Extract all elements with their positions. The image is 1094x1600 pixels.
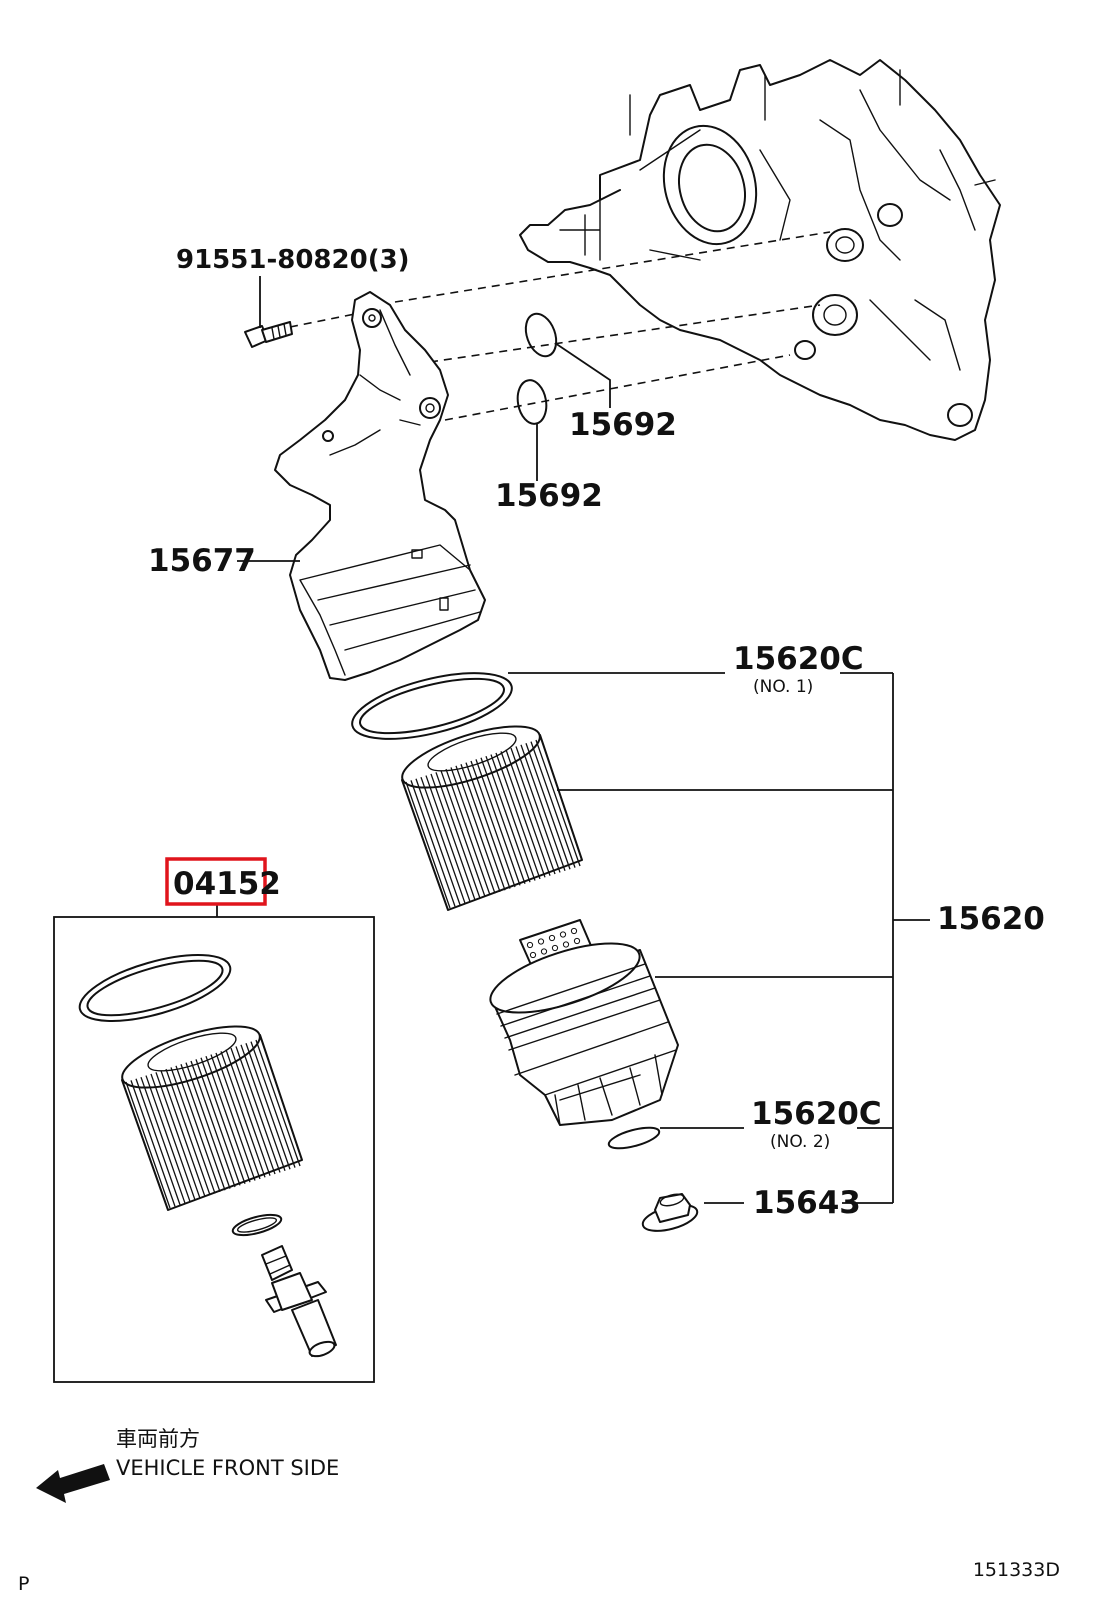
engine-block-drawing [519, 59, 1001, 441]
strainer-hole [570, 927, 578, 935]
direction-en: VEHICLE FRONT SIDE [116, 1456, 339, 1480]
strainer-hole [526, 941, 534, 949]
filter-pleat [140, 1076, 186, 1204]
filter-pleat [525, 743, 571, 870]
label-assembly[interactable]: 15620 [937, 901, 1045, 937]
filter-pleat [190, 1060, 236, 1188]
oring-upper-drawing [524, 312, 558, 358]
filter-pleat [210, 1054, 256, 1181]
filter-pleat [535, 739, 581, 867]
filter-pleat [215, 1052, 261, 1180]
filter-pleat [185, 1062, 231, 1189]
filter-pleat [410, 780, 456, 907]
filter-pleat [245, 1043, 291, 1170]
filter-pleat [145, 1075, 191, 1202]
filter-pleat [425, 775, 471, 902]
drain-plug-drawing [641, 1193, 699, 1232]
figure-id: 151333D [973, 1559, 1060, 1581]
kit-gasket-drawing [78, 954, 232, 1022]
filter-element-drawing [401, 725, 583, 911]
filter-pleat [505, 749, 551, 876]
filter-pleat [415, 778, 461, 905]
strainer-hole [573, 937, 581, 945]
filter-pleat [255, 1039, 301, 1167]
direction-jp: 車両前方 [116, 1427, 200, 1451]
strainer-hole [551, 944, 559, 952]
strainer-hole [562, 941, 570, 948]
strainer-hole [540, 948, 548, 955]
label-drain-plug[interactable]: 15643 [753, 1185, 861, 1221]
filter-pleat [225, 1049, 271, 1176]
vehicle-front-indicator: 車両前方 VEHICLE FRONT SIDE [36, 1427, 339, 1503]
bracket-drawing [274, 291, 486, 681]
bolt-drawing [244, 321, 293, 348]
filter-pleat [515, 746, 561, 873]
leader-lines [216, 276, 930, 1204]
filter-pleat [195, 1059, 241, 1186]
kit-drain-tube-drawing [261, 1245, 337, 1358]
assembly-dashed-lines [289, 231, 831, 421]
filter-pleat [170, 1067, 216, 1194]
filter-pleat [200, 1057, 246, 1184]
filter-pleat [420, 776, 466, 904]
filter-pleat [150, 1073, 196, 1201]
label-bracket[interactable]: 15677 [148, 543, 256, 579]
filter-pleat [490, 754, 536, 881]
filter-pleat [125, 1081, 171, 1209]
filter-pleat [175, 1065, 221, 1193]
oring-lower-drawing [516, 379, 548, 425]
filter-pleat [130, 1080, 176, 1207]
filter-pleat [530, 741, 576, 868]
filter-pleat [205, 1055, 251, 1183]
filter-pleat [495, 752, 541, 880]
front-arrow-icon [36, 1464, 110, 1503]
filter-pleat [500, 751, 546, 878]
label-kit[interactable]: 04152 [173, 866, 281, 902]
strainer-hole [559, 931, 567, 938]
label-gasket-no2[interactable]: 15620C [751, 1096, 882, 1132]
filter-pleat [240, 1044, 286, 1172]
filter-cap-drawing [489, 919, 679, 1126]
filter-pleat [485, 755, 531, 883]
filter-pleat [160, 1070, 206, 1197]
label-gasket-no1[interactable]: 15620C [733, 641, 864, 677]
filter-pleat [520, 744, 566, 872]
filter-pleat [220, 1051, 266, 1178]
filter-pleat [450, 767, 496, 894]
label-gasket-no1-note: (NO. 1) [753, 677, 813, 697]
kit-box [53, 916, 375, 1383]
gasket-no2-drawing [607, 1126, 661, 1150]
strainer-hole [548, 934, 556, 942]
label-oring-lower[interactable]: 15692 [495, 478, 603, 514]
filter-pleat [470, 760, 516, 888]
label-gasket-no2-note: (NO. 2) [770, 1132, 830, 1152]
filter-pleat [165, 1068, 211, 1196]
filter-pleat [480, 757, 526, 884]
filter-pleat [180, 1064, 226, 1191]
filter-pleat [440, 770, 486, 897]
strainer-hole [537, 938, 545, 945]
label-bolt[interactable]: 91551-80820(3) [176, 245, 410, 275]
filter-pleat [455, 765, 501, 893]
filter-pleat [445, 768, 491, 896]
filter-pleat [250, 1041, 296, 1168]
filter-pleat [510, 747, 556, 875]
filter-pleat [460, 764, 506, 891]
filter-pleat [435, 772, 481, 899]
kit-highlight-box[interactable] [165, 857, 267, 906]
filter-pleat [475, 759, 521, 886]
filter-pleat [135, 1078, 181, 1205]
gasket-no1-drawing [351, 672, 513, 740]
corner-mark: P [18, 1573, 29, 1595]
strainer-hole [529, 951, 537, 959]
filter-pleat [430, 773, 476, 901]
filter-pleat [465, 762, 511, 889]
label-oring-upper[interactable]: 15692 [569, 407, 677, 443]
filter-pleat [235, 1046, 281, 1173]
filter-pleat [405, 781, 451, 909]
filter-pleat [230, 1047, 276, 1175]
filter-pleat [155, 1072, 201, 1199]
